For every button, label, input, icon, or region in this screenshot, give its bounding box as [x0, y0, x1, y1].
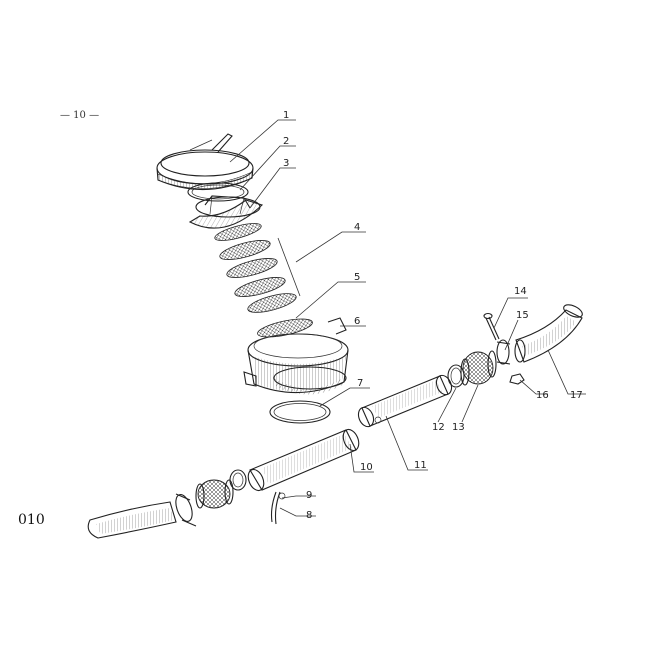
callout-11: 11 — [414, 460, 427, 471]
callout-16: 16 — [536, 390, 549, 401]
part-7-seal-ring — [269, 400, 331, 424]
left-ring — [229, 469, 247, 491]
left-hose-clamp — [175, 493, 197, 527]
callout-10: 10 — [360, 462, 373, 473]
callout-8: 8 — [306, 510, 312, 521]
callout-2: 2 — [283, 136, 289, 147]
part-13-strainer — [460, 350, 497, 386]
left-elbow-hose — [87, 501, 177, 539]
part-8-9-lever — [270, 491, 286, 525]
callout-5: 5 — [354, 272, 360, 283]
callout-6: 6 — [354, 316, 360, 327]
part-10-long-tube — [247, 428, 360, 492]
left-strainer — [195, 479, 234, 509]
callout-17: 17 — [570, 390, 583, 401]
part-11-long-tube — [357, 374, 453, 428]
part-6-tank-housing — [243, 317, 349, 395]
part-14-bolt — [483, 312, 500, 341]
callout-labels: 1 2 3 4 5 6 7 8 9 10 11 12 13 14 15 16 1… — [283, 110, 583, 521]
callout-9: 9 — [306, 490, 312, 501]
leader-lines — [229, 119, 586, 517]
page-number: — 10 — — [60, 110, 100, 121]
part-17-right-elbow — [514, 304, 583, 363]
callout-3: 3 — [283, 158, 289, 169]
callout-12: 12 — [432, 422, 445, 433]
callout-13: 13 — [452, 422, 465, 433]
part-5-lower-screen — [257, 318, 313, 338]
part-4-filter-screens — [214, 223, 301, 313]
callout-1: 1 — [283, 110, 289, 121]
callout-14: 14 — [514, 286, 527, 297]
part-16-nut — [509, 373, 525, 385]
part-2-o-ring — [187, 182, 249, 202]
part-1-top-cover — [156, 133, 254, 191]
callout-15: 15 — [516, 310, 529, 321]
part-3-cone-base — [188, 195, 264, 229]
callout-7: 7 — [357, 378, 363, 389]
callout-4: 4 — [354, 222, 360, 233]
plate-code: 010 — [18, 512, 45, 528]
